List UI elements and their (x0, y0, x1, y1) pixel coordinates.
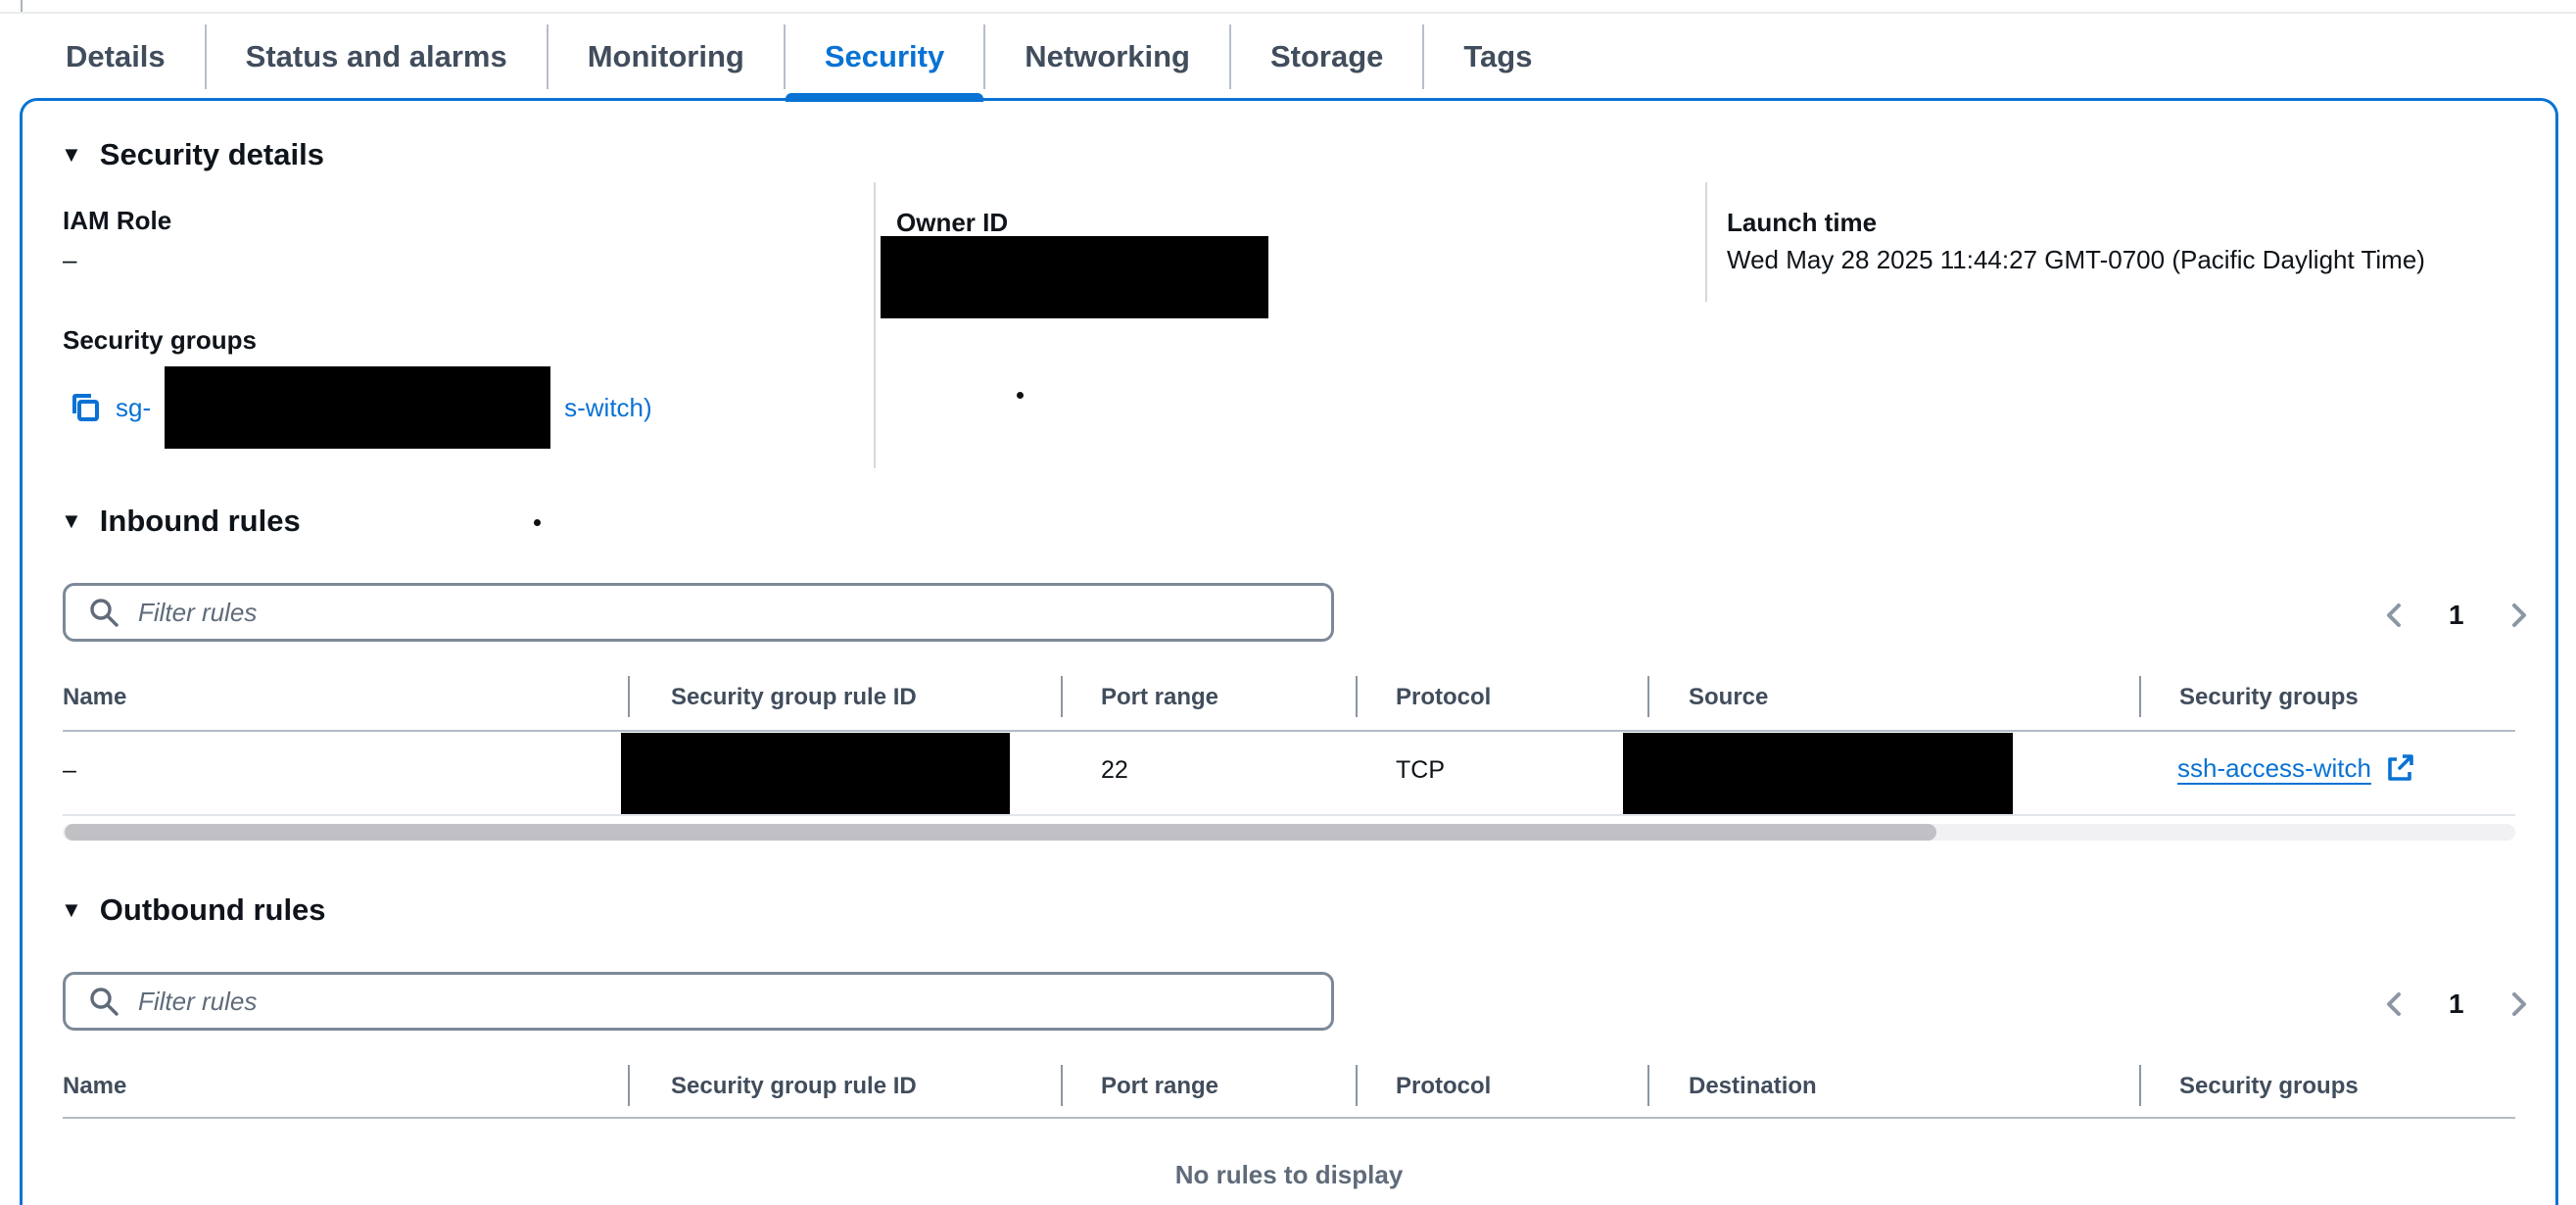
column-header-rule-id: Security group rule ID (671, 1073, 917, 1099)
security-group-link-prefix[interactable]: sg- (116, 392, 152, 422)
column-header-port-range: Port range (1101, 1073, 1219, 1099)
column-divider (1061, 1065, 1063, 1106)
redacted-source (1623, 733, 2013, 814)
tab-details[interactable]: Details (26, 24, 205, 89)
tab-status-and-alarms[interactable]: Status and alarms (204, 24, 547, 89)
tab-label: Monitoring (587, 39, 744, 73)
tab-label: Details (66, 39, 166, 73)
security-groups-label: Security groups (63, 325, 257, 355)
top-divider (0, 12, 2576, 14)
security-group-link-row: sg- s-witch) (69, 366, 652, 449)
iam-role-value: – (63, 245, 77, 274)
table-header-border (63, 1117, 2515, 1119)
column-header-name: Name (63, 684, 127, 710)
column-divider (1705, 182, 1707, 302)
column-divider (1647, 1065, 1649, 1106)
column-header-protocol: Protocol (1396, 684, 1492, 710)
next-page-button[interactable] (2500, 594, 2539, 637)
tab-label: Tags (1463, 39, 1533, 73)
next-page-button[interactable] (2500, 983, 2539, 1026)
tab-networking[interactable]: Networking (983, 24, 1229, 89)
cell-protocol: TCP (1396, 756, 1445, 784)
column-divider (1647, 676, 1649, 717)
tab-label: Status and alarms (245, 39, 507, 73)
section-title-text: Inbound rules (99, 504, 301, 538)
tab-monitoring[interactable]: Monitoring (546, 24, 784, 89)
inbound-filter-input[interactable] (63, 583, 1334, 642)
empty-table-message: No rules to display (1174, 1160, 1404, 1189)
copy-icon (72, 394, 99, 421)
previous-page-button[interactable] (2374, 983, 2413, 1026)
cell-port-range: 22 (1101, 756, 1128, 784)
outbound-filter (63, 972, 1334, 1031)
column-header-source: Source (1689, 684, 1769, 710)
section-title-text: Outbound rules (99, 892, 326, 927)
column-divider (628, 676, 630, 717)
collapse-arrow-icon: ▼ (61, 897, 82, 922)
current-page-number[interactable]: 1 (2449, 988, 2464, 1019)
column-divider (874, 182, 876, 468)
column-header-destination: Destination (1689, 1073, 1817, 1099)
horizontal-scrollbar-thumb[interactable] (65, 824, 1936, 841)
owner-id-label: Owner ID (896, 208, 1009, 237)
outbound-pagination: 1 (2374, 983, 2539, 1026)
inbound-rules-header[interactable]: ▼ Inbound rules (61, 504, 301, 539)
column-divider (628, 1065, 630, 1106)
chevron-right-icon (2511, 992, 2526, 1016)
security-details-header[interactable]: ▼ Security details (61, 137, 324, 172)
inbound-pagination: 1 (2374, 594, 2539, 637)
column-divider (2139, 1065, 2141, 1106)
column-divider (1356, 1065, 1358, 1106)
outbound-filter-input[interactable] (63, 972, 1334, 1031)
cell-name: – (63, 756, 76, 784)
collapse-arrow-icon: ▼ (61, 142, 82, 167)
stray-dot (1017, 392, 1024, 399)
search-icon (90, 988, 119, 1016)
inbound-filter (63, 583, 1334, 642)
column-header-port-range: Port range (1101, 684, 1219, 710)
chevron-right-icon (2511, 603, 2526, 627)
external-link-icon (2388, 754, 2413, 781)
chevron-left-icon (2387, 992, 2401, 1016)
table-header-border (63, 730, 2515, 732)
tab-security[interactable]: Security (783, 24, 984, 102)
tab-storage[interactable]: Storage (1228, 24, 1422, 89)
redacted-rule-id (621, 733, 1010, 814)
table-row-border (63, 814, 2515, 816)
security-group-link-suffix[interactable]: s-witch) (564, 392, 652, 422)
security-group-rule-link[interactable]: ssh-access-witch (2177, 752, 2414, 784)
column-header-protocol: Protocol (1396, 1073, 1492, 1099)
column-header-security-groups: Security groups (2179, 1073, 2359, 1099)
collapse-arrow-icon: ▼ (61, 508, 82, 533)
column-divider (2139, 676, 2141, 717)
chevron-left-icon (2387, 603, 2401, 627)
outbound-rules-header[interactable]: ▼ Outbound rules (61, 892, 326, 928)
edge-tick (21, 0, 23, 12)
tab-label: Networking (1025, 39, 1190, 73)
column-header-rule-id: Security group rule ID (671, 684, 917, 710)
tab-bar: Details Status and alarms Monitoring Sec… (26, 24, 1571, 102)
previous-page-button[interactable] (2374, 594, 2413, 637)
redacted-security-group-id (165, 366, 551, 449)
horizontal-scrollbar-track[interactable] (63, 824, 2515, 841)
tab-label: Storage (1269, 39, 1384, 73)
tab-label: Security (824, 39, 945, 73)
stray-dot (534, 519, 541, 526)
search-icon (90, 599, 119, 627)
launch-time-label: Launch time (1727, 208, 1878, 237)
redacted-owner-id (881, 236, 1268, 318)
launch-time-value: Wed May 28 2025 11:44:27 GMT-0700 (Pacif… (1727, 245, 2425, 274)
link-text: ssh-access-witch (2177, 752, 2371, 783)
column-header-security-groups: Security groups (2179, 684, 2359, 710)
column-divider (1061, 676, 1063, 717)
iam-role-label: IAM Role (63, 206, 172, 235)
tab-tags[interactable]: Tags (1422, 24, 1571, 89)
current-page-number[interactable]: 1 (2449, 600, 2464, 630)
copy-button[interactable] (69, 390, 102, 425)
column-divider (1356, 676, 1358, 717)
section-title-text: Security details (99, 137, 324, 171)
column-header-name: Name (63, 1073, 127, 1099)
